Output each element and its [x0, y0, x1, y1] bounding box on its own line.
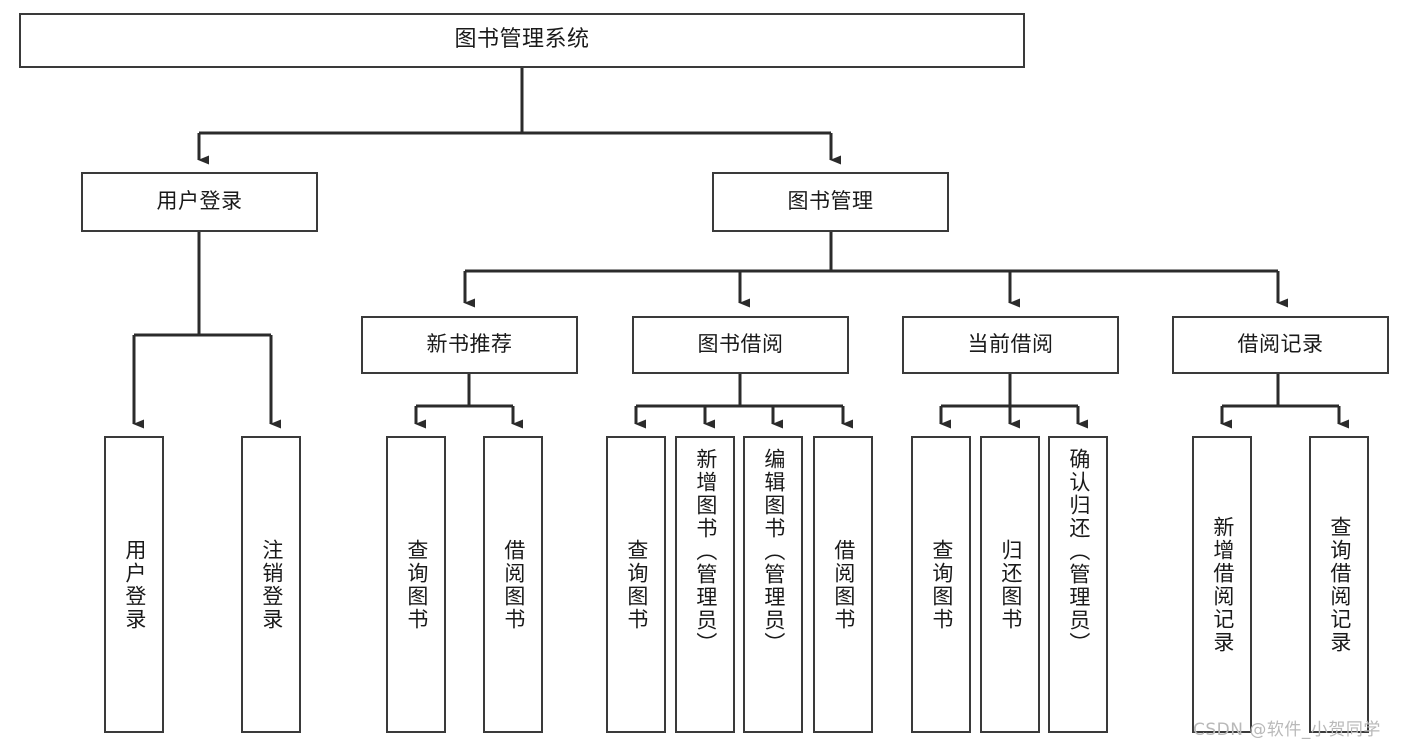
node-label: 确认归还（管理员）	[1066, 448, 1091, 655]
leaf-edit-book[interactable]: 编辑图书（管理员）	[743, 436, 803, 733]
node-label: 图书借阅	[697, 332, 784, 357]
leaf-query-book-1[interactable]: 查询图书	[386, 436, 446, 733]
node-label: 图书管理系统	[454, 27, 590, 53]
leaf-user-login[interactable]: 用户登录	[104, 436, 164, 733]
node-current-borrow[interactable]: 当前借阅	[902, 316, 1119, 374]
node-label: 新书推荐	[426, 332, 513, 357]
leaf-logout[interactable]: 注销登录	[241, 436, 301, 733]
node-label: 编辑图书（管理员）	[761, 448, 786, 655]
node-label: 用户登录	[156, 189, 243, 214]
node-new-book-recommend[interactable]: 新书推荐	[361, 316, 578, 374]
node-label: 归还图书	[998, 538, 1023, 631]
leaf-add-borrow-record[interactable]: 新增借阅记录	[1192, 436, 1252, 733]
node-label: 借阅图书	[831, 538, 856, 631]
node-label: 借阅记录	[1237, 332, 1324, 357]
leaf-confirm-return[interactable]: 确认归还（管理员）	[1048, 436, 1108, 733]
node-label: 图书管理	[787, 189, 874, 214]
leaf-query-borrow-record[interactable]: 查询借阅记录	[1309, 436, 1369, 733]
node-label: 注销登录	[259, 538, 284, 631]
node-label: 查询图书	[624, 538, 649, 631]
node-label: 借阅图书	[501, 538, 526, 631]
node-label: 当前借阅	[967, 332, 1054, 357]
node-root-system[interactable]: 图书管理系统	[19, 13, 1025, 68]
node-label: 新增借阅记录	[1210, 515, 1235, 654]
csdn-watermark: CSDN @软件_小贺同学	[1193, 720, 1381, 740]
leaf-query-book-2[interactable]: 查询图书	[606, 436, 666, 733]
node-book-borrow[interactable]: 图书借阅	[632, 316, 849, 374]
node-borrow-record[interactable]: 借阅记录	[1172, 316, 1389, 374]
leaf-borrow-book-2[interactable]: 借阅图书	[813, 436, 873, 733]
node-label: 查询借阅记录	[1327, 515, 1352, 654]
leaf-borrow-book-1[interactable]: 借阅图书	[483, 436, 543, 733]
node-label: 新增图书（管理员）	[693, 448, 718, 655]
node-label: 用户登录	[122, 538, 147, 631]
node-label: 查询图书	[929, 538, 954, 631]
node-book-manage[interactable]: 图书管理	[712, 172, 949, 232]
leaf-return-book[interactable]: 归还图书	[980, 436, 1040, 733]
leaf-query-book-3[interactable]: 查询图书	[911, 436, 971, 733]
node-user-login[interactable]: 用户登录	[81, 172, 318, 232]
node-label: 查询图书	[404, 538, 429, 631]
leaf-add-book[interactable]: 新增图书（管理员）	[675, 436, 735, 733]
